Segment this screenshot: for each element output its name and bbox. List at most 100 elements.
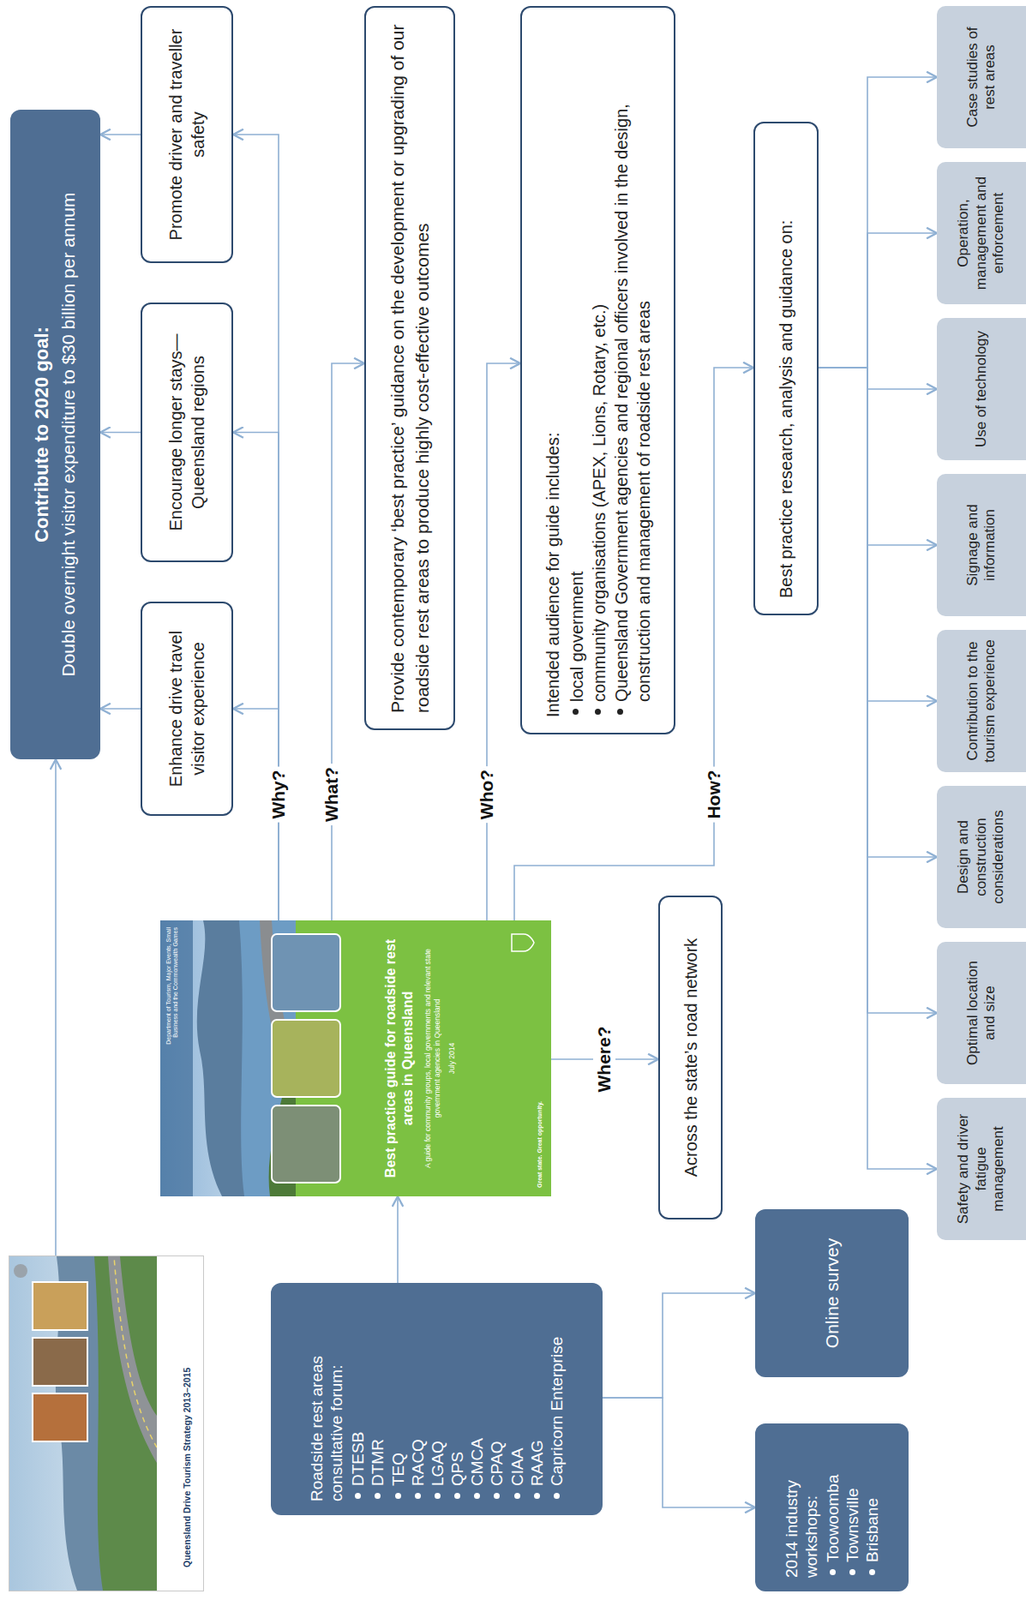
goal-body: Double overnight visitor expenditure to …	[57, 123, 80, 746]
topic-box: Operation, management and enforcement	[936, 162, 1026, 305]
how-box: Best practice research, analysis and gui…	[753, 121, 819, 616]
box-text: Promote driver and traveller safety	[164, 23, 210, 246]
connector-arrow	[100, 432, 141, 434]
bullet-item: DTMR	[367, 1296, 388, 1502]
bullet-item: QPS	[447, 1296, 468, 1502]
topic-box: Contribution to the tourism experience	[936, 630, 1026, 773]
box-text: Operation, management and enforcement	[954, 168, 1008, 298]
edge-label: Why?	[267, 766, 290, 822]
illustration-part	[156, 1256, 204, 1591]
survey-box: Online survey	[755, 1209, 909, 1378]
cover-department: Department of Tourism, Major Events, Sma…	[165, 927, 180, 1068]
cover-date: July 2014	[447, 920, 456, 1197]
who-box: Intended audience for guide includes:loc…	[520, 6, 676, 735]
connector-arrow	[54, 759, 57, 1256]
box-text: Contribution to the tourism experience	[964, 636, 1000, 766]
illustration-part	[511, 934, 534, 952]
connector-arrow	[818, 367, 937, 1014]
edge-label: What?	[320, 763, 343, 826]
box-text: Encourage longer stays—Queensland region…	[164, 319, 210, 546]
cover-title: Best practice guide for roadside rest ar…	[382, 937, 417, 1180]
forum-box: Roadside rest areas consultative forum:D…	[270, 1283, 603, 1516]
box-text: Enhance drive travel visitor experience	[164, 618, 210, 799]
connector-arrow	[602, 1293, 756, 1398]
bullet-item: Townsville	[842, 1437, 863, 1578]
label-holder: Where?	[593, 1022, 616, 1096]
list-heading: Roadside rest areas consultative forum:	[306, 1296, 347, 1502]
where-box: Across the state’s road network	[658, 895, 723, 1220]
bullet-item: Toowoomba	[822, 1437, 843, 1578]
topic-box: Signage and information	[936, 474, 1026, 617]
what-box: Provide contemporary ‘best practice’ gui…	[364, 6, 456, 731]
box-text: Case studies of rest areas	[964, 12, 1000, 142]
connector-arrow	[818, 367, 937, 390]
topic-box: Optimal location and size	[936, 942, 1026, 1085]
cover-slogan: Great state. Great opportunity.	[536, 920, 543, 1188]
bullet-item: Queensland Government agencies and regio…	[610, 23, 655, 718]
box-text: Use of technology	[972, 324, 990, 454]
connector-arrow	[818, 367, 937, 702]
topic-box: Safety and driver fatigue management	[936, 1098, 1026, 1241]
list-heading: 2014 industry workshops:	[781, 1437, 822, 1578]
illustration-part	[160, 920, 193, 1197]
box-text: Across the state’s road network	[679, 912, 702, 1203]
why-box: Encourage longer stays—Queensland region…	[140, 302, 234, 563]
illustration-part	[108, 1256, 157, 1464]
connector-arrow	[818, 367, 937, 858]
strategy-cover: Queensland Drive Tourism Strategy 2013–2…	[8, 1255, 204, 1592]
list-heading: Intended audience for guide includes:	[541, 23, 564, 718]
bullet-item: CMCA	[467, 1296, 487, 1502]
bullet-item: Brisbane	[862, 1437, 882, 1578]
box-text: Best practice research, analysis and gui…	[774, 138, 798, 599]
connector-arrow	[818, 367, 937, 1170]
bullet-item: RAAG	[527, 1296, 547, 1502]
connector-arrow	[233, 432, 279, 922]
guide-cover: Department of Tourism, Major Events, Sma…	[160, 920, 552, 1197]
illustration-part	[32, 1393, 88, 1442]
box-text: Safety and driver fatigue management	[954, 1104, 1008, 1234]
label-holder: How?	[702, 766, 726, 822]
bullet-item: RACQ	[408, 1296, 428, 1502]
connector-arrow	[331, 363, 365, 921]
illustration-part	[32, 1282, 88, 1331]
label-holder: Who?	[475, 766, 498, 823]
connector-arrow	[818, 367, 937, 546]
box-text: Provide contemporary ‘best practice’ gui…	[384, 23, 436, 714]
edge-label: Who?	[475, 766, 498, 823]
illustration-part	[13, 1264, 28, 1278]
connector-arrow	[100, 133, 141, 136]
label-holder: Why?	[267, 766, 290, 822]
illustration-part	[271, 1105, 341, 1183]
illustration-part	[32, 1338, 88, 1386]
connector-arrow	[486, 363, 521, 921]
connector-arrow	[602, 1398, 756, 1508]
illustration-part	[9, 1256, 157, 1591]
bullet-item: CPAQ	[486, 1296, 507, 1502]
bullet-item: DTESB	[348, 1296, 368, 1502]
connector-arrow	[818, 233, 937, 368]
bullet-item: Capricorn Enterprise	[546, 1296, 567, 1502]
bullet-item: community organisations (APEX, Lions, Ro…	[588, 23, 611, 718]
illustration-part	[271, 1020, 341, 1098]
strategy-cover-art	[8, 1255, 204, 1592]
bullet-item: local government	[565, 23, 588, 718]
illustration-part	[9, 1256, 204, 1592]
edge-label: How?	[702, 766, 726, 822]
connector-arrow	[396, 1196, 399, 1284]
bullet-item: CIAA	[507, 1296, 528, 1502]
why-box: Enhance drive travel visitor experience	[140, 601, 234, 816]
illustration-part	[94, 1256, 157, 1591]
topic-box: Use of technology	[936, 318, 1026, 461]
illustration-part	[114, 1256, 157, 1448]
topic-box: Case studies of rest areas	[936, 6, 1026, 149]
cover-title: Queensland Drive Tourism Strategy 2013–2…	[181, 1255, 192, 1568]
box-text: Optimal location and size	[964, 948, 1000, 1078]
workshop-box: 2014 industry workshops:ToowoombaTownsvi…	[755, 1423, 909, 1592]
box-text: Signage and information	[964, 480, 1000, 610]
connector-arrow	[818, 77, 937, 368]
cover-subtitle: A guide for community groups, local gove…	[423, 942, 443, 1175]
connector-arrow	[100, 708, 141, 710]
guide-cover-art	[160, 920, 552, 1197]
why-box: Promote driver and traveller safety	[140, 6, 234, 264]
